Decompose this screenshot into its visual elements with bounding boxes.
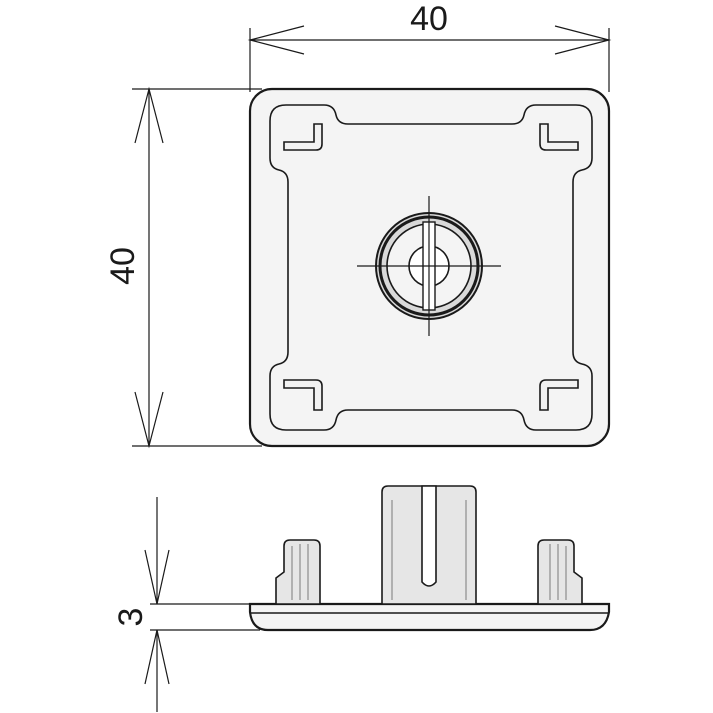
stem-slot	[421, 485, 437, 587]
height-arrow-top	[134, 86, 164, 144]
width-dimension-label: 40	[410, 0, 448, 38]
corner-bracket-top-right	[539, 123, 579, 151]
left-peg	[275, 539, 321, 605]
thickness-arrow-bottom	[144, 629, 170, 685]
width-arrow-left	[247, 25, 305, 55]
corner-bracket-bottom-right	[539, 379, 579, 411]
top-view: 40 40	[104, 0, 612, 449]
side-view: 3	[112, 485, 611, 712]
right-peg	[537, 539, 583, 605]
thickness-dimension-label: 3	[112, 608, 150, 627]
height-arrow-bottom	[134, 391, 164, 449]
height-dimension-label: 40	[104, 247, 142, 285]
base-plate	[248, 602, 611, 632]
plate-inner-contour	[269, 104, 593, 431]
corner-bracket-top-left	[283, 123, 323, 151]
thickness-arrow-top	[144, 549, 170, 605]
width-arrow-right	[554, 25, 612, 55]
centre-hub	[357, 196, 501, 336]
corner-bracket-bottom-left	[283, 379, 323, 411]
